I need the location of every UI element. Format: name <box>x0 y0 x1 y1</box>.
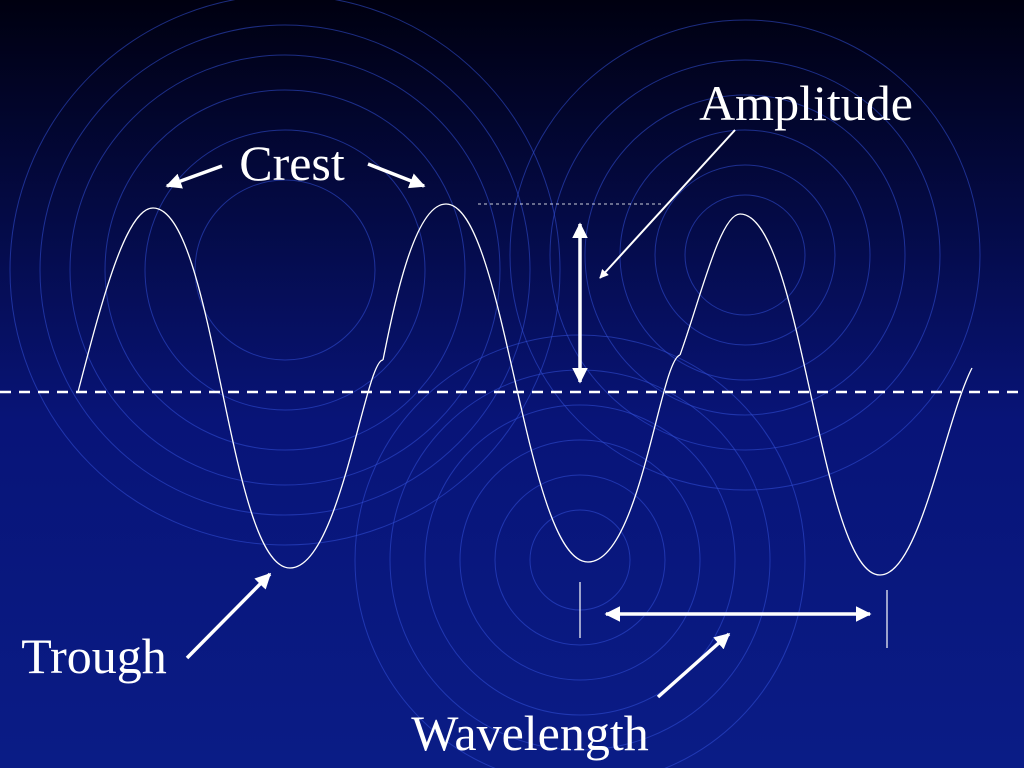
crest-left-pointer <box>165 164 223 189</box>
amplitude-pointer <box>599 129 736 279</box>
amplitude-label: Amplitude <box>699 75 913 131</box>
wavelength-label: Wavelength <box>411 705 649 761</box>
crest-label: Crest <box>239 135 345 191</box>
sine-wave <box>77 203 973 576</box>
wavelength-pointer <box>656 632 731 699</box>
rings-left <box>9 0 561 546</box>
trough-pointer <box>185 572 272 660</box>
trough-label: Trough <box>21 628 166 684</box>
crest-right-pointer <box>367 162 426 189</box>
